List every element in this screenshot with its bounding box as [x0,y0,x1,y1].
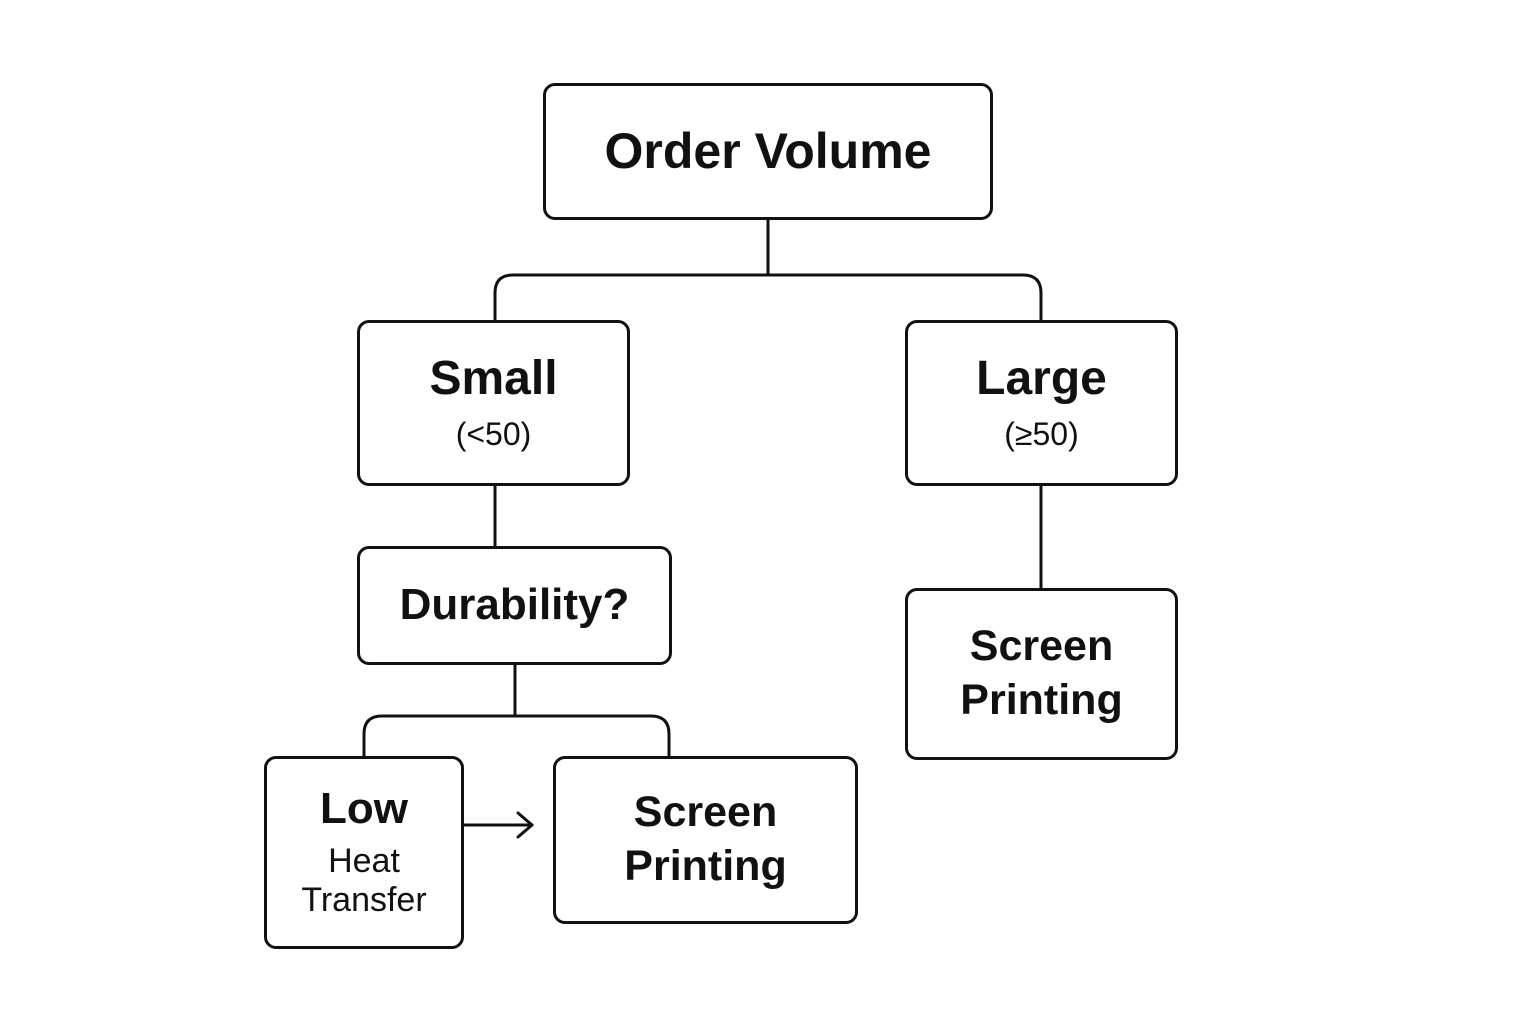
large-node: Large (≥50) [905,320,1178,486]
order-volume-label: Order Volume [604,123,932,179]
low-label: Low [320,784,408,834]
durability-label: Durability? [399,580,630,630]
small-condition: (<50) [455,415,532,452]
large-screen-printing-node: Screen Printing [905,588,1178,760]
low-heat-transfer-node: Low Heat Transfer [264,756,464,949]
small-label: Small [429,352,558,406]
connector-root-branch [493,273,1043,322]
low-line2: Transfer [301,880,427,919]
large-result-line2: Printing [960,676,1123,724]
low-line1: Heat [328,841,400,880]
arrow-low-to-screen-head [516,811,534,839]
small-result-line1: Screen [633,788,778,837]
large-condition: (≥50) [1004,415,1079,452]
small-result-line2: Printing [624,842,787,890]
large-result-line1: Screen [969,622,1114,671]
large-label: Large [976,352,1107,406]
small-screen-printing-node: Screen Printing [553,756,858,924]
connector-durability-branch [362,714,671,758]
durability-node: Durability? [357,546,672,665]
order-volume-node: Order Volume [543,83,993,220]
small-node: Small (<50) [357,320,630,486]
